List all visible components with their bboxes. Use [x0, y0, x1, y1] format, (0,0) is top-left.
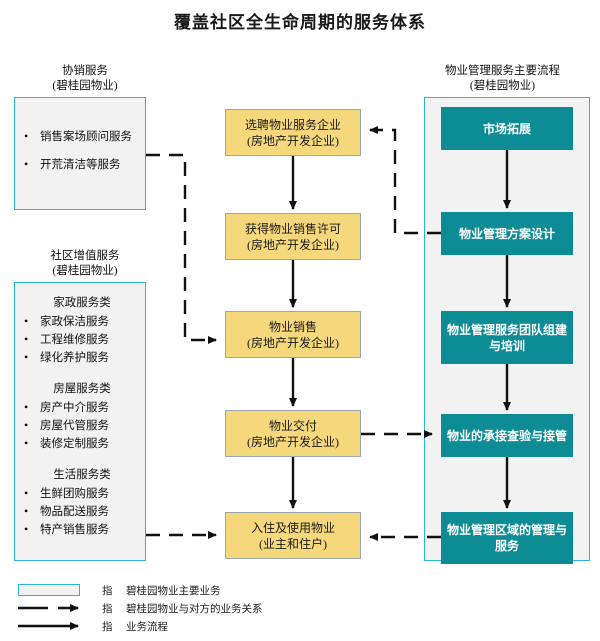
legend-row-solid: 指 业务流程 [16, 618, 346, 636]
caption-left-top: 协销服务 (碧桂园物业) [10, 64, 160, 94]
list-item: 家政保洁服务 [20, 312, 144, 331]
node-line1: 物业管理区域的管理与 [446, 523, 567, 537]
node-select-property-service-enterprise[interactable]: 选聘物业服务企业 (房地产开发企业) [225, 109, 361, 156]
node-property-sales[interactable]: 物业销售 (房地产开发企业) [225, 311, 361, 358]
node-line1: 物业交付 [268, 418, 317, 433]
panel-coordinated-sales [14, 97, 146, 210]
node-management-plan-design[interactable]: 物业管理方案设计 [441, 212, 573, 255]
node-line1: 物业销售 [268, 319, 317, 334]
node-market-expansion[interactable]: 市场拓展 [441, 107, 573, 150]
node-line1: 获得物业销售许可 [244, 221, 341, 236]
list-coordinated-sales: 销售案场顾问服务 开荒清洁等服务 [20, 127, 144, 174]
node-line2: 服务 [494, 539, 519, 553]
list-item: 开荒清洁等服务 [20, 155, 144, 174]
caption-right-line1: 物业管理服务主要流程 [445, 65, 560, 77]
node-line1: 入住及使用物业 [250, 520, 335, 535]
node-line1: 物业的承接查验与接管 [446, 428, 567, 443]
caption-left-bottom: 社区增值服务 (碧桂园物业) [10, 249, 160, 279]
page-title: 覆盖社区全生命周期的服务体系 [174, 13, 426, 32]
solid-arrow-icon [18, 622, 79, 630]
list-item: 生鲜团购服务 [20, 484, 144, 503]
list-item: 销售案场顾问服务 [20, 127, 144, 146]
node-line2: (房地产开发企业) [247, 335, 339, 350]
box-swatch-icon [18, 584, 80, 596]
legend-solid-arrow-key [16, 618, 94, 634]
list-item: 工程维修服务 [20, 330, 144, 349]
node-occupancy-and-use[interactable]: 入住及使用物业 (业主和住户) [225, 512, 361, 559]
list-item: 物品配送服务 [20, 502, 144, 521]
dashed-arrow-icon [18, 604, 79, 612]
legend-box-swatch-key [16, 582, 94, 598]
list-group-housing: 房屋服务类 房产中介服务 房屋代管服务 装修定制服务 [20, 380, 144, 453]
node-line2: (房地产开发企业) [247, 434, 339, 449]
caption-right: 物业管理服务主要流程 (碧桂园物业) [415, 64, 590, 94]
node-line1: 物业管理方案设计 [458, 226, 555, 241]
list-group-housekeeping: 家政服务类 家政保洁服务 工程维修服务 绿化养护服务 [20, 294, 144, 367]
legend-row-box: 指 碧桂园物业主要业务 [16, 582, 346, 600]
legend-label: 业务流程 [126, 622, 168, 633]
legend-row-dashed: 指 碧桂园物业与对方的业务关系 [16, 600, 346, 618]
node-takeover-inspection[interactable]: 物业的承接查验与接管 [441, 414, 573, 457]
list-item: 绿化养护服务 [20, 348, 144, 367]
list-community-value-added: 家政服务类 家政保洁服务 工程维修服务 绿化养护服务 房屋服务类 房产中介服务 … [20, 294, 144, 539]
caption-left-bottom-line2: (碧桂园物业) [52, 265, 118, 277]
node-line2: (房地产开发企业) [247, 133, 339, 148]
list-item: 房屋代管服务 [20, 416, 144, 435]
legend: 指 碧桂园物业主要业务 指 碧桂园物业与对方的业务关系 [16, 582, 346, 636]
legend-zhi: 指 [102, 622, 113, 633]
node-line1: 选聘物业服务企业 [244, 117, 341, 132]
legend-zhi: 指 [102, 604, 113, 615]
node-line1: 物业管理服务团队组建 [446, 322, 567, 337]
node-area-management-and-service[interactable]: 物业管理区域的管理与 服务 [441, 512, 573, 564]
list-item: 特产销售服务 [20, 520, 144, 539]
caption-left-top-line2: (碧桂园物业) [52, 80, 118, 92]
node-property-delivery[interactable]: 物业交付 (房地产开发企业) [225, 410, 361, 457]
node-line2: 与培训 [488, 338, 525, 353]
caption-right-line2: (碧桂园物业) [469, 80, 536, 92]
caption-left-bottom-line1: 社区增值服务 [50, 250, 120, 262]
legend-zhi: 指 [102, 586, 113, 597]
list-group-living: 生活服务类 生鲜团购服务 物品配送服务 特产销售服务 [20, 466, 144, 539]
link-coordinated-sales-to-property-sales [146, 153, 217, 344]
node-team-building-and-training[interactable]: 物业管理服务团队组建 与培训 [441, 311, 573, 364]
group-heading: 家政服务类 [53, 297, 111, 309]
list-item: 房产中介服务 [20, 398, 144, 417]
legend-label: 碧桂园物业与对方的业务关系 [126, 604, 263, 615]
legend-label: 碧桂园物业主要业务 [126, 586, 221, 597]
legend-dashed-arrow-key [16, 600, 94, 616]
list-item: 装修定制服务 [20, 434, 144, 453]
node-obtain-sales-permit[interactable]: 获得物业销售许可 (房地产开发企业) [225, 213, 361, 260]
node-line1: 市场拓展 [482, 121, 531, 136]
group-heading: 生活服务类 [53, 469, 111, 481]
node-line2: (房地产开发企业) [247, 237, 339, 252]
group-heading: 房屋服务类 [53, 383, 111, 395]
node-line2: (业主和住户) [259, 536, 327, 551]
caption-left-top-line1: 协销服务 [62, 65, 108, 77]
